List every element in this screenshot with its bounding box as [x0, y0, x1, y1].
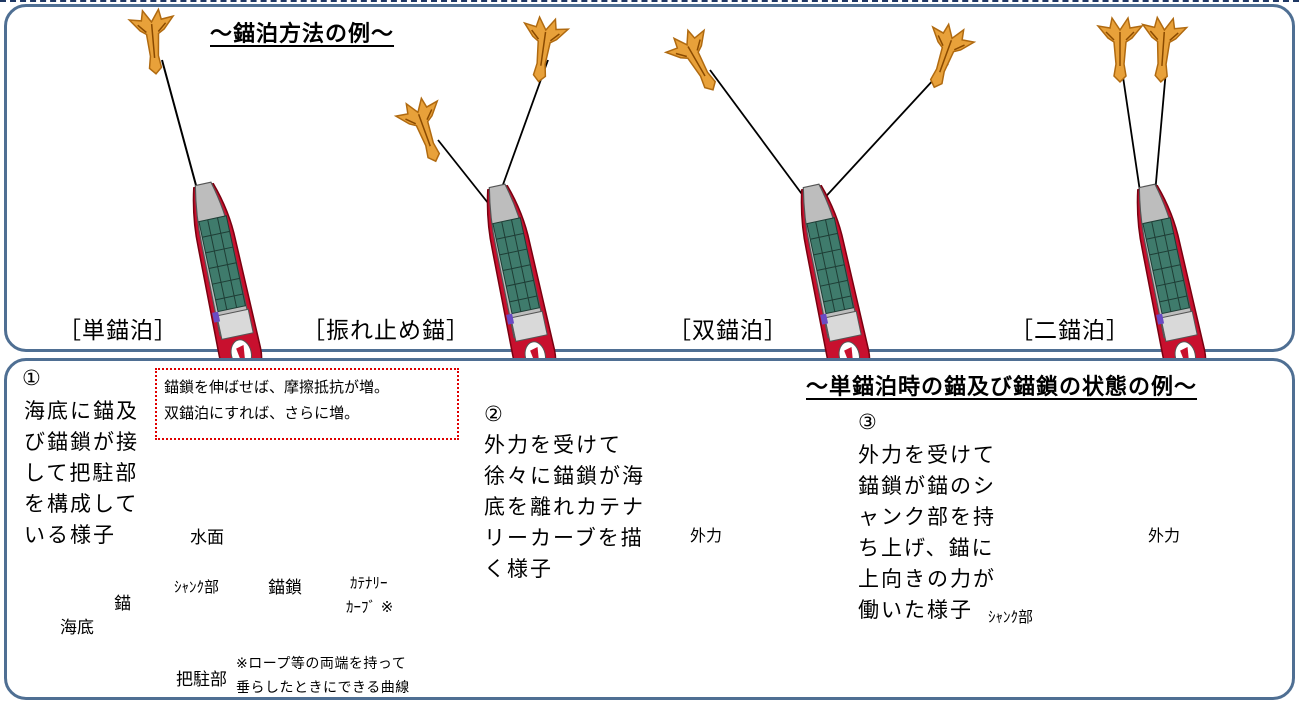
- yaw-check-anchor-diagram: [392, 14, 571, 385]
- shank-label: ｼｬﾝｸ部: [174, 578, 220, 596]
- chain-label: 錨鎖: [268, 578, 302, 598]
- footnote-line2: 垂らしたときにできる曲線: [236, 680, 410, 696]
- catenary-label-1: ｶﾃﾅﾘｰ: [350, 574, 388, 592]
- stage2-force-label: 外力: [690, 526, 723, 545]
- callout-line1: 錨鎖を伸ばせば、摩擦抵抗が増。: [164, 378, 390, 396]
- water-surface-label: 水面: [190, 528, 224, 548]
- stage1-number: ①: [22, 366, 41, 390]
- methods-title: ～錨泊方法の例～: [210, 22, 395, 47]
- callout-line2: 双錨泊にすれば、さらに増。: [164, 404, 360, 422]
- single-anchor-diagram: [127, 7, 267, 383]
- single-anchor-states-panel: [4, 358, 1295, 700]
- anchor-label: 錨: [114, 594, 131, 614]
- top-dashed-border: [0, 0, 1299, 2]
- double-anchor-diagram: [661, 18, 978, 385]
- stage3-description: 外力を受けて錨鎖が錨のシャンク部を持ち上げ、錨に上向きの力が働いた様子: [858, 443, 996, 622]
- seabed-label: 海底: [60, 618, 94, 638]
- states-title: ～単錨泊時の錨及び錨鎖の状態の例～: [806, 375, 1198, 400]
- catenary-label-2: ｶｰﾌﾞ ※: [346, 598, 394, 616]
- two-anchors-diagram: [1097, 15, 1211, 385]
- stage2-description: 外力を受けて徐々に錨鎖が海底を離れカテナリーカーブを描く様子: [484, 433, 645, 581]
- yaw-check-anchor-label: ［振れ止め錨］: [302, 318, 470, 344]
- footnote-line1: ※ロープ等の両端を持って: [236, 656, 407, 672]
- double-anchor-label: ［双錨泊］: [668, 318, 788, 344]
- stage3-force-label: 外力: [1148, 526, 1181, 545]
- stage1-description: 海底に錨及び錨鎖が接して把駐部を構成している様子: [24, 399, 139, 547]
- single-anchor-label: ［単錨泊］: [58, 318, 178, 344]
- holding-part-label: 把駐部: [176, 670, 227, 690]
- friction-callout-box: [155, 368, 459, 440]
- stage2-number: ②: [484, 402, 503, 426]
- stage3-shank-label: ｼｬﾝｸ部: [988, 608, 1034, 626]
- two-anchors-label: ［二錨泊］: [1010, 318, 1130, 344]
- stage3-number: ③: [858, 410, 877, 434]
